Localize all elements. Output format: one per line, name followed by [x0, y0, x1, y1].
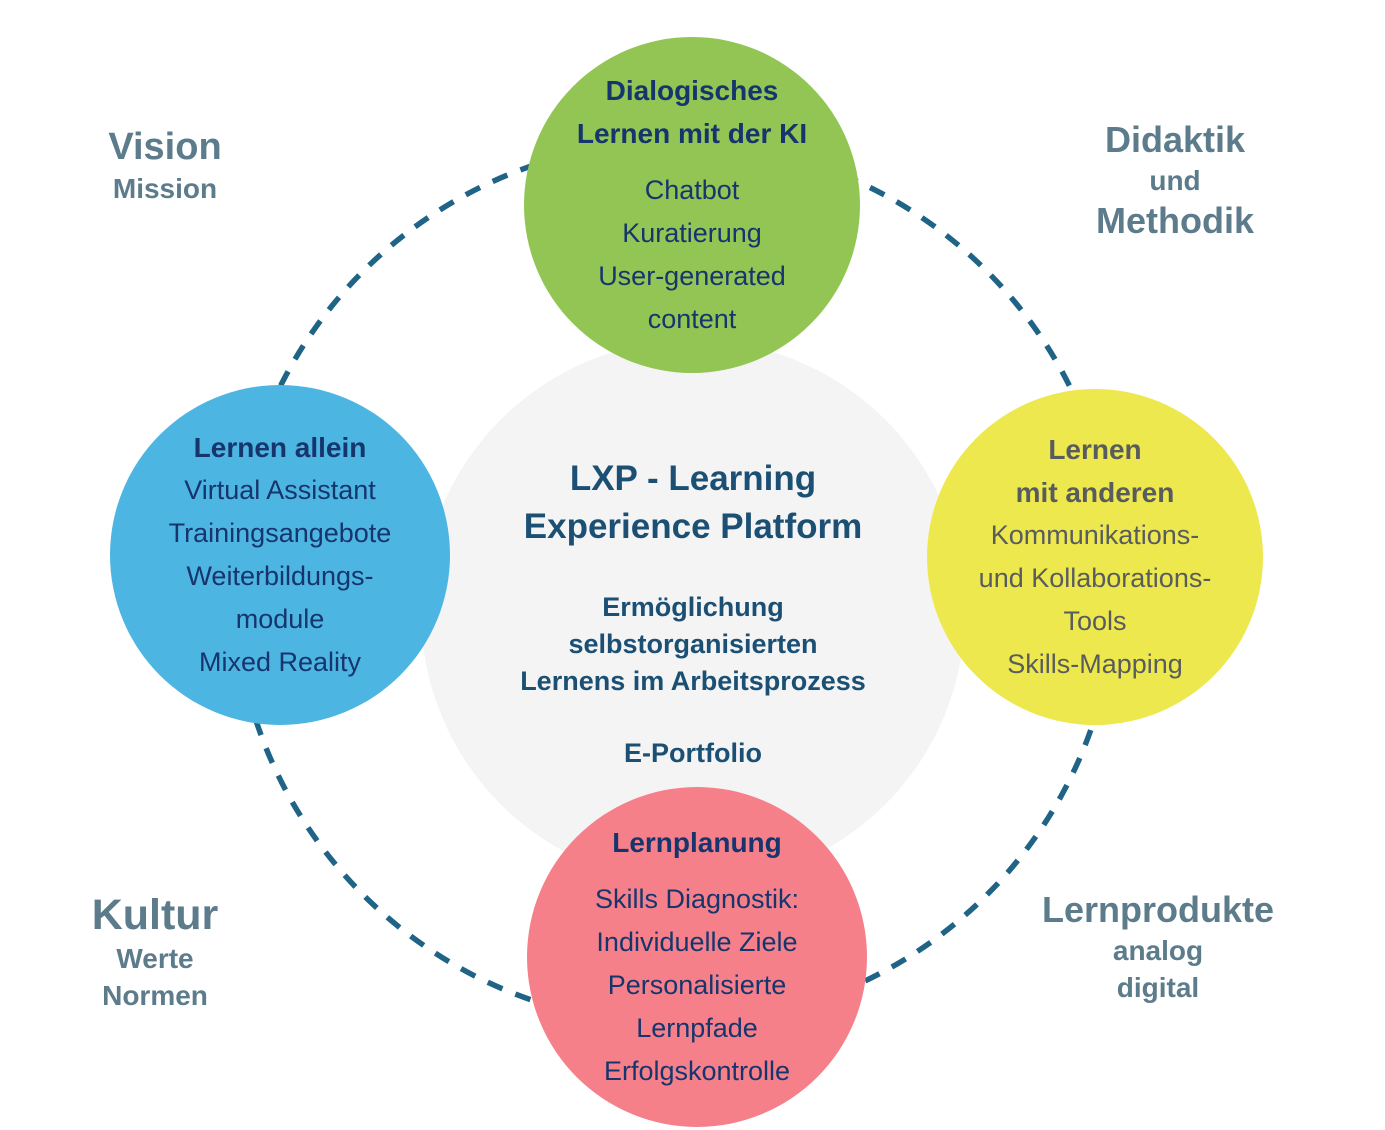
circle-item: Skills-Mapping [1007, 649, 1183, 679]
circle-item: Weiterbildungs- [186, 561, 374, 591]
circle-heading-line: Lernen [1048, 434, 1142, 465]
circle-heading: Lernplanung [612, 821, 782, 864]
circle-heading-line: Lernen mit der KI [576, 118, 808, 149]
center-description-line: selbstorganisierten [568, 629, 818, 659]
center-description-line: Ermöglichung [602, 592, 784, 622]
corner-label-lernprodukte: Lernprodukte analog digital [1018, 888, 1298, 1006]
circle-heading-line: Lernplanung [612, 827, 782, 858]
corner-title: Lernprodukte [1041, 889, 1274, 930]
circle-item: Personalisierte [607, 970, 787, 1000]
circle-lernen-mit-anderen: Lernen mit anderen Kommunikations- und K… [927, 389, 1263, 725]
circle-item: Kuratierung [622, 218, 762, 248]
circle-item: Lernpfade [636, 1013, 758, 1043]
corner-subline: digital [1116, 972, 1200, 1003]
circle-lernplanung: Lernplanung Skills Diagnostik: Individue… [527, 787, 867, 1127]
center-description: Ermöglichung selbstorganisierten Lernens… [520, 589, 866, 700]
center-title-line: LXP - Learning [569, 459, 817, 498]
circle-item: Mixed Reality [198, 647, 362, 677]
center-title: LXP - Learning Experience Platform [524, 455, 862, 551]
circle-item: Individuelle Ziele [596, 927, 798, 957]
corner-title: Methodik [1096, 200, 1254, 241]
circle-dialogisches-lernen: Dialogisches Lernen mit der KI Chatbot K… [524, 37, 860, 373]
circle-item: Virtual Assistant [184, 475, 376, 505]
circle-items: Kommunikations- und Kollaborations- Tool… [979, 514, 1212, 686]
circle-heading: Lernen allein [194, 426, 367, 469]
circle-heading: Dialogisches Lernen mit der KI [577, 69, 807, 155]
circle-heading-line: mit anderen [1015, 477, 1175, 508]
circle-item: User-generated [598, 261, 786, 291]
corner-subline: analog [1112, 935, 1204, 966]
corner-label-kultur-werte-normen: Kultur Werte Normen [60, 890, 250, 1014]
center-description-line: Lernens im Arbeitsprozess [520, 666, 866, 696]
circle-item: Trainingsangebote [168, 518, 392, 548]
center-title-line: Experience Platform [523, 507, 863, 546]
corner-subline: Normen [102, 980, 208, 1011]
circle-item: Tools [1063, 606, 1127, 636]
center-eportfolio-label: E-Portfolio [624, 738, 762, 768]
circle-items: Chatbot Kuratierung User-generated conte… [598, 169, 786, 341]
circle-items: Skills Diagnostik: Individuelle Ziele Pe… [595, 878, 799, 1093]
circle-heading-line: Dialogisches [605, 75, 779, 106]
corner-subline: und [1149, 165, 1201, 196]
circle-item: Kommunikations- [990, 520, 1200, 550]
corner-title: Kultur [91, 891, 219, 939]
circle-item: Skills Diagnostik: [594, 884, 800, 914]
circle-item: und Kollaborations- [978, 563, 1212, 593]
circle-item: Erfolgskontrolle [603, 1056, 791, 1086]
corner-label-vision-mission: Vision Mission [85, 124, 245, 207]
corner-subline: Mission [112, 173, 218, 204]
corner-title: Vision [108, 126, 222, 168]
circle-item: module [235, 604, 325, 634]
corner-title: Didaktik [1104, 119, 1246, 160]
circle-item: content [647, 304, 737, 334]
circle-item: Chatbot [644, 175, 740, 205]
circle-heading: Lernen mit anderen [1016, 428, 1175, 514]
circle-lernen-allein: Lernen allein Virtual Assistant Training… [110, 385, 450, 725]
circle-heading-line: Lernen allein [193, 432, 367, 463]
corner-subline: Werte [116, 943, 194, 974]
circle-items: Virtual Assistant Trainingsangebote Weit… [169, 469, 392, 684]
corner-label-didaktik-methodik: Didaktik und Methodik [1065, 118, 1285, 243]
